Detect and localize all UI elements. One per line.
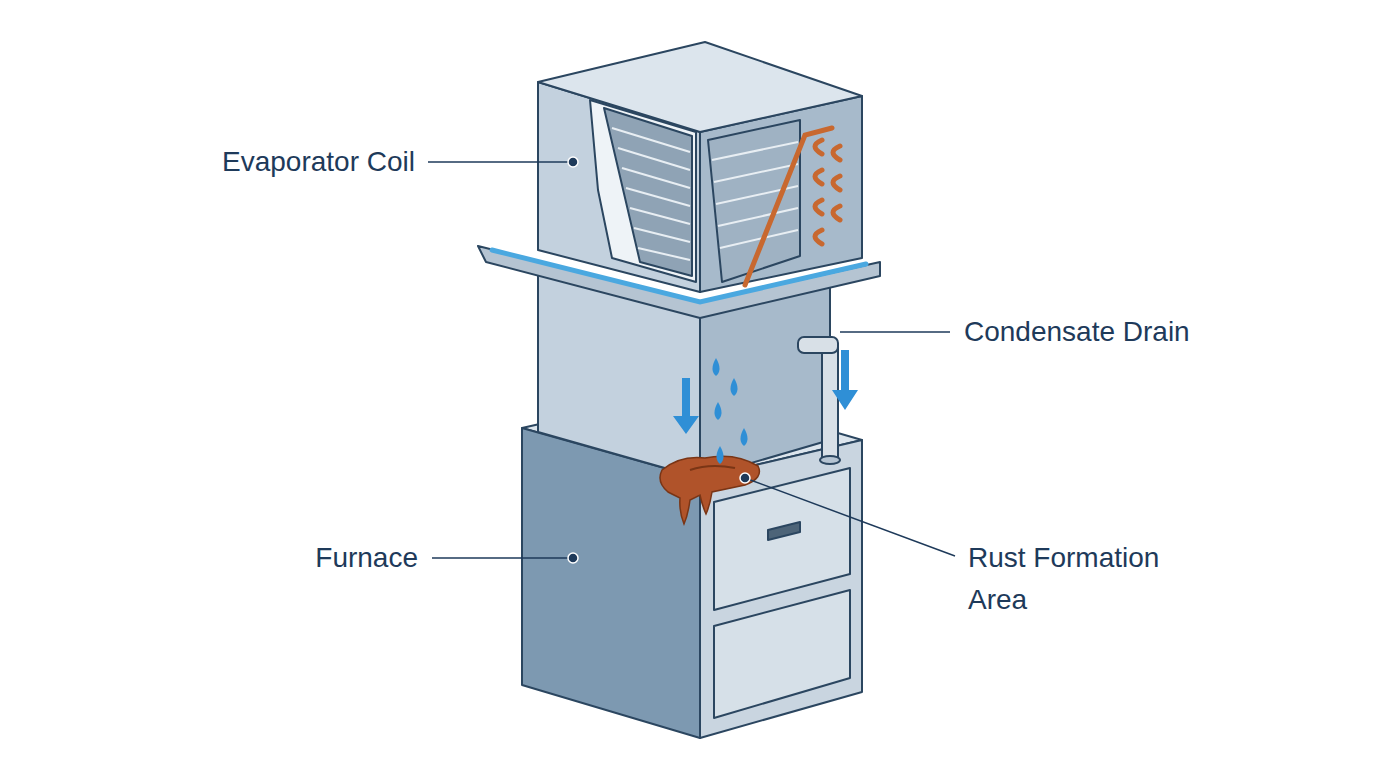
callout-label: Rust Formation Area: [968, 537, 1208, 621]
leader-lines: [428, 157, 955, 563]
hairpin: [833, 146, 840, 160]
water-drop: [717, 446, 724, 464]
callout-label: Evaporator Coil: [222, 141, 415, 183]
down-arrow: [832, 350, 858, 410]
callout-label: Condensate Drain: [964, 311, 1190, 353]
coil-fin: [634, 228, 690, 242]
furnace-door: [714, 468, 850, 610]
coil-slab: [604, 108, 692, 276]
rust-patch: [660, 456, 759, 524]
leader-line: [428, 161, 573, 163]
rust-patch: [690, 466, 735, 470]
coil-cabinet: [538, 42, 862, 292]
hairpin: [815, 230, 822, 244]
leader-dot: [568, 553, 578, 563]
pipe-elbow: [798, 337, 838, 353]
hairpin: [833, 176, 840, 190]
drain-pan: [478, 246, 880, 318]
water-drop: [731, 378, 738, 396]
pipe-end: [820, 456, 840, 464]
leader-dot: [568, 157, 578, 167]
cutaway: [590, 100, 696, 282]
coil-fin: [612, 128, 690, 152]
drain-pipe: [798, 337, 840, 464]
water-drops: [713, 358, 748, 464]
water-drop: [741, 428, 748, 446]
coil-fin: [638, 248, 690, 260]
coil-fin: [712, 142, 798, 160]
leader-line: [840, 331, 950, 333]
coil-fin: [626, 188, 690, 206]
coil-fin: [718, 208, 798, 226]
coil-fin: [630, 208, 690, 224]
leader-line: [432, 557, 573, 559]
copper-tubing: [745, 128, 840, 285]
copper-tube: [745, 128, 832, 285]
down-arrow: [673, 378, 699, 434]
callout-label: Furnace: [315, 537, 418, 579]
leader-dot: [740, 473, 750, 483]
pipe-vertical: [822, 345, 838, 460]
hairpin: [833, 206, 840, 220]
coil-fins: [612, 128, 798, 260]
hairpin: [815, 170, 822, 184]
leader-line: [745, 478, 955, 556]
cabinet-top: [538, 42, 862, 132]
pan-rim: [478, 246, 880, 318]
pan-water: [492, 250, 866, 302]
flow-arrows: [673, 350, 858, 434]
hairpin: [815, 200, 822, 214]
door-handle: [768, 522, 800, 540]
coil-fin: [622, 168, 690, 188]
furnace-door: [714, 590, 850, 718]
hairpin: [815, 140, 822, 154]
coil-fin: [618, 148, 690, 170]
water-drop: [713, 358, 720, 376]
water-drop: [715, 402, 722, 420]
